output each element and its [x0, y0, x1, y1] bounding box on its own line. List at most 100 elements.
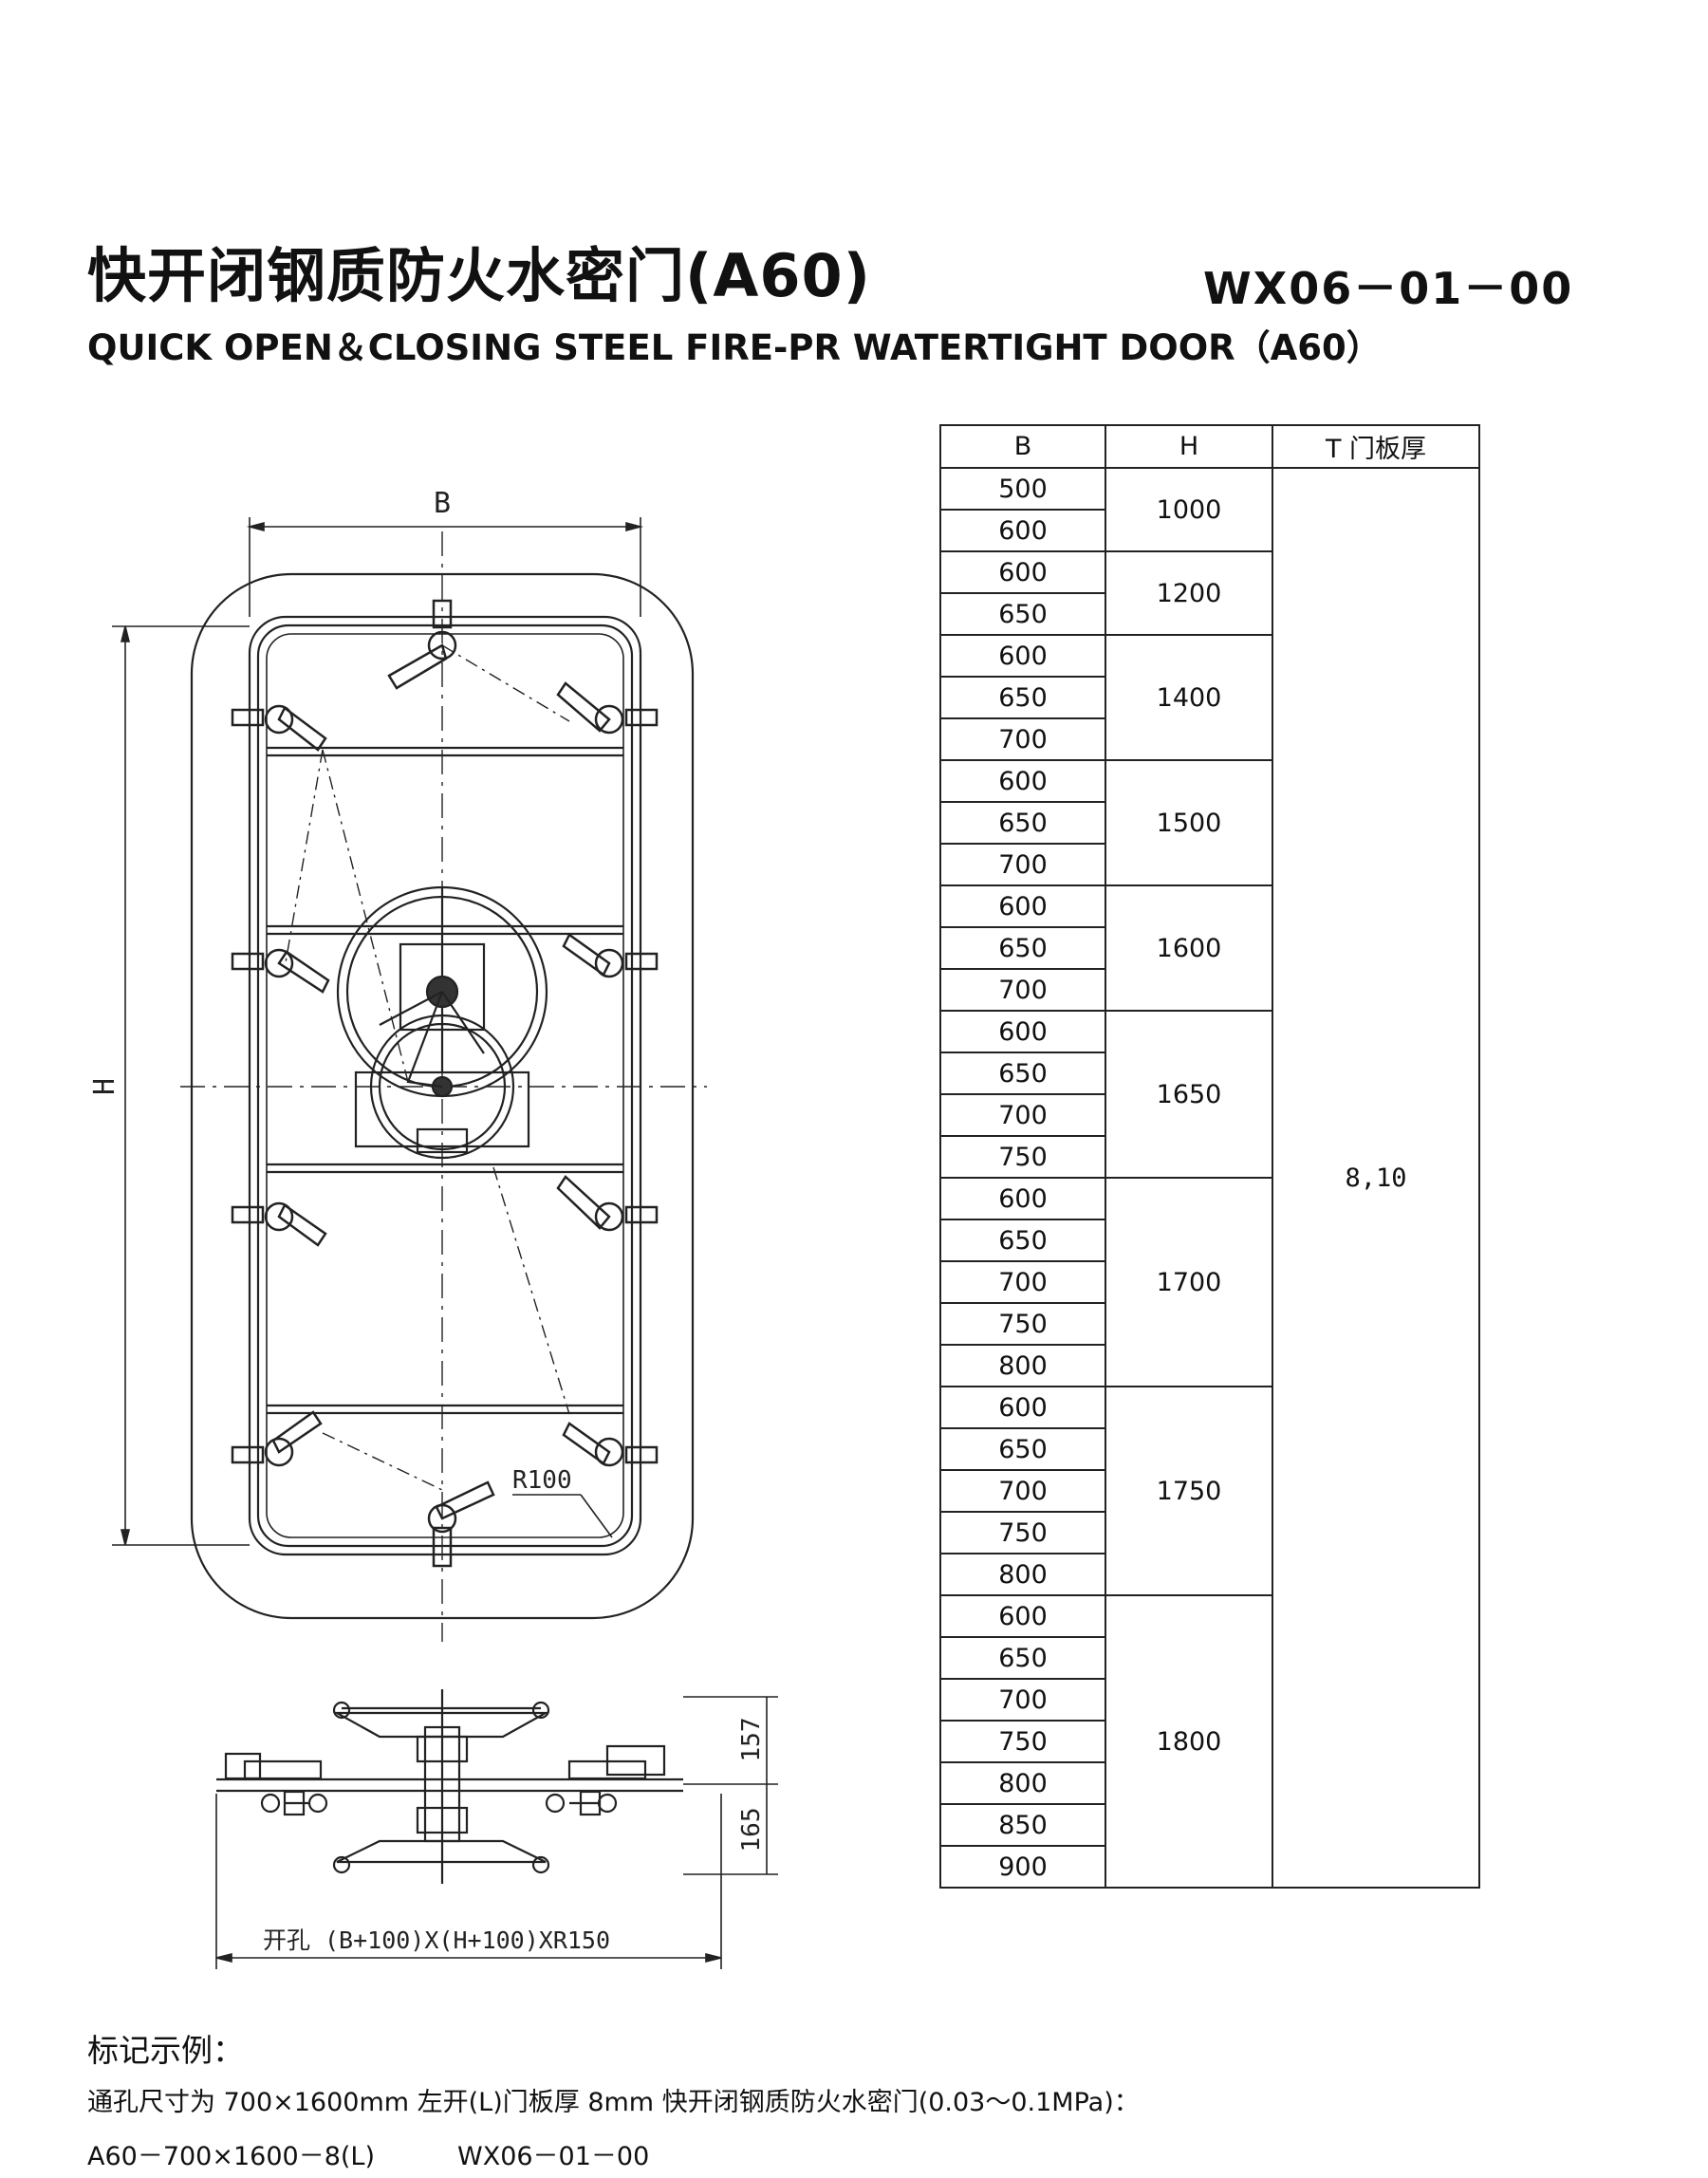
cell-b: 700 [939, 968, 1106, 1012]
table-row: 650 [939, 1052, 1479, 1095]
table-row: 700 [939, 717, 1479, 761]
handwheel [336, 885, 548, 1160]
table-row: 650 [939, 592, 1479, 636]
cell-b: 600 [939, 634, 1106, 678]
marking-example-title: 标记示例： [87, 2032, 244, 2069]
cell-b: 600 [939, 550, 1106, 594]
side-dimension-lines [215, 1696, 778, 1969]
table-row: 700 [939, 1093, 1479, 1137]
page-title-en: QUICK OPEN＆CLOSING STEEL FIRE-PR WATERTI… [87, 327, 1382, 368]
table-header-row: B H T 门板厚 [939, 424, 1480, 469]
table-row: 700 [939, 1469, 1479, 1513]
table-row: 700 [939, 1678, 1479, 1722]
door-outer-frame [190, 572, 695, 1620]
cell-b: 600 [939, 1594, 1106, 1638]
cell-b: 650 [939, 1219, 1106, 1262]
cell-b: 750 [939, 1302, 1106, 1346]
table-row: 700 [939, 1260, 1479, 1304]
table-row: 700 [939, 968, 1479, 1012]
header-h: H [1105, 424, 1273, 469]
cell-b: 600 [939, 1386, 1106, 1429]
cell-b: 700 [939, 843, 1106, 886]
cell-b: 650 [939, 1636, 1106, 1680]
cell-b: 500 [939, 467, 1106, 511]
cell-b: 600 [939, 1177, 1106, 1220]
cell-b: 700 [939, 1093, 1106, 1137]
cell-b: 750 [939, 1720, 1106, 1763]
cell-h: 1650 [1105, 1010, 1273, 1179]
cell-b: 650 [939, 926, 1106, 970]
table-row: 650 [939, 1427, 1479, 1471]
table-row: 800 [939, 1344, 1479, 1387]
cell-b: 600 [939, 1010, 1106, 1053]
cell-b: 700 [939, 717, 1106, 761]
cell-h: 1750 [1105, 1386, 1273, 1596]
cell-h: 1600 [1105, 884, 1273, 1012]
cell-b: 700 [939, 1260, 1106, 1304]
cell-b: 650 [939, 801, 1106, 845]
cell-b: 600 [939, 759, 1106, 803]
dim-b-label: B [434, 487, 451, 520]
cell-h: 1400 [1105, 634, 1273, 761]
dim-165-label: 165 [737, 1808, 766, 1852]
dimension-lines [112, 517, 644, 1546]
table-row: 650 [939, 1636, 1479, 1680]
door-inner-frame-1 [248, 615, 642, 1556]
marking-example-code: A60－700×1600－8(L) [87, 2142, 375, 2171]
cell-b: 850 [939, 1803, 1106, 1847]
cell-thickness: 8,10 [1272, 467, 1480, 1889]
cell-b: 800 [939, 1761, 1106, 1805]
dim-157-label: 157 [737, 1718, 766, 1762]
table-row: 750 [939, 1511, 1479, 1554]
table-row: 700 [939, 843, 1479, 886]
cell-b: 700 [939, 1469, 1106, 1513]
page-title-cn: 快开闭钢质防火水密门(A60) [87, 241, 871, 310]
cell-b: 700 [939, 1678, 1106, 1722]
table-row: 650 [939, 801, 1479, 845]
table-row: 650 [939, 676, 1479, 719]
door-inner-frame-2 [256, 624, 634, 1548]
cell-b: 600 [939, 509, 1106, 552]
cell-h: 1700 [1105, 1177, 1273, 1387]
cell-b: 650 [939, 676, 1106, 719]
cell-b: 600 [939, 884, 1106, 928]
cell-h: 1200 [1105, 550, 1273, 636]
table-row: 800 [939, 1761, 1479, 1805]
cell-b: 750 [939, 1511, 1106, 1554]
table-row: 600 [939, 509, 1479, 552]
cell-h: 1500 [1105, 759, 1273, 886]
cell-h: 1800 [1105, 1594, 1273, 1889]
model-code: WX06－01－00 [1203, 263, 1574, 314]
radius-label: R100 [512, 1466, 572, 1495]
table-row: 650 [939, 926, 1479, 970]
cell-b: 800 [939, 1344, 1106, 1387]
cell-b: 650 [939, 592, 1106, 636]
cell-h: 1000 [1105, 467, 1273, 552]
cell-b: 650 [939, 1052, 1106, 1095]
cell-b: 650 [939, 1427, 1106, 1471]
marking-example-model: WX06－01－00 [457, 2142, 650, 2171]
dim-h-label: H [88, 1078, 121, 1095]
table-row: 650 [939, 1219, 1479, 1262]
latch-handles [231, 599, 659, 1568]
linkage-lines [284, 644, 570, 1491]
table-row: 800 [939, 1553, 1479, 1596]
marking-example-desc: 通孔尺寸为 700×1600mm 左开(L)门板厚 8mm 快开闭钢质防火水密门… [87, 2088, 1140, 2117]
header-b: B [939, 424, 1106, 469]
cell-b: 900 [939, 1845, 1106, 1889]
side-view [216, 1689, 683, 1884]
table-row: 900 [939, 1845, 1479, 1889]
table-row: 750 [939, 1302, 1479, 1346]
